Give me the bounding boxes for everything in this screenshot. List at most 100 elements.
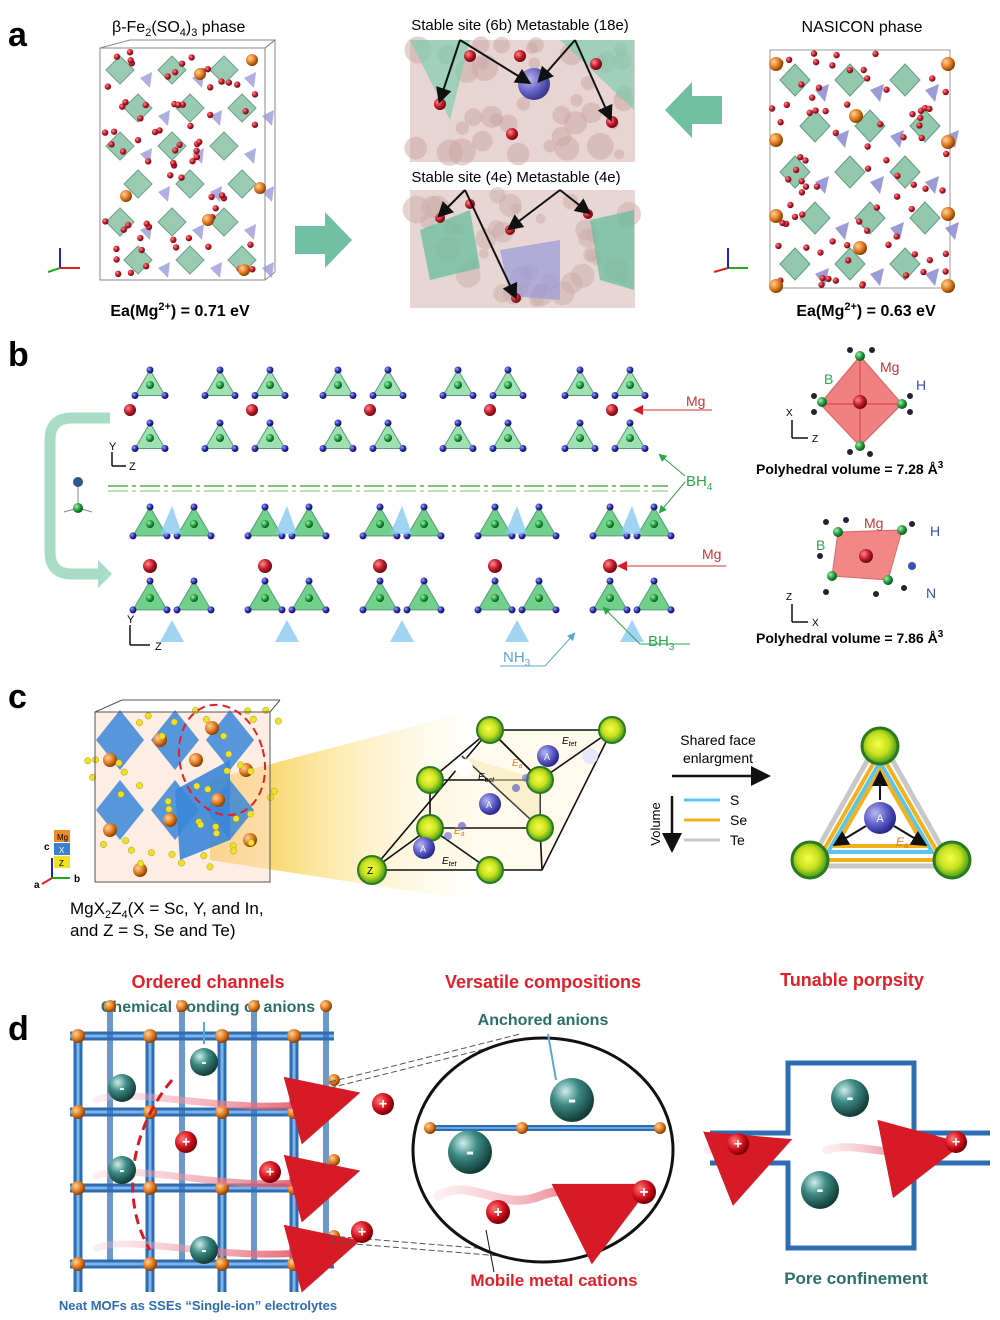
svg-text:Mg: Mg [864, 515, 883, 531]
oxygen-atom [185, 234, 193, 242]
oxygen-atom [910, 181, 917, 188]
hydrogen-atom [369, 392, 377, 399]
density-blob [493, 36, 510, 54]
oxygen-atom [127, 57, 134, 64]
boron-atom [146, 594, 154, 602]
site-atom [511, 293, 521, 303]
oxygen-atom [196, 138, 203, 146]
oxygen-atom [127, 269, 135, 276]
mg-atom [194, 68, 206, 80]
z-atom [274, 717, 282, 725]
oxygen-atom [832, 129, 839, 137]
spinel-legend: Mg X Z c a b [34, 830, 80, 891]
cation [486, 1200, 510, 1224]
hydrogen-atom [469, 445, 477, 452]
metal-node [287, 1257, 301, 1271]
oxygen-atom [134, 136, 142, 144]
fe-octahedron [799, 201, 831, 235]
mg-atom [853, 241, 867, 255]
site-atom [590, 58, 602, 70]
so4-tetrahedron [262, 262, 274, 278]
nh3-tetrahedron [160, 620, 184, 642]
hydrogen-atom [489, 392, 497, 399]
mg-atom [941, 135, 955, 149]
so4-tetrahedron [925, 176, 939, 194]
hydrogen-atom [231, 392, 239, 399]
so4-tetrahedron [210, 186, 222, 202]
axes-b-bottom [129, 625, 150, 646]
mg-label-bottom: Mg [702, 546, 721, 562]
hydrogen-atom [552, 606, 560, 614]
hydrogen-atom [393, 606, 401, 614]
panel-a: a β-Fe2(SO4)3 phase Stable site (6b) Met… [8, 16, 959, 320]
so4-tetrahedron [262, 110, 274, 126]
cation [945, 1131, 967, 1153]
fe-octahedron [909, 201, 941, 235]
oxygen-atom [943, 150, 950, 158]
oxygen-atom [783, 101, 791, 109]
svg-text:Z: Z [367, 866, 373, 877]
density-blob [586, 132, 614, 160]
density-blob [554, 136, 580, 161]
mg-atom [238, 264, 250, 276]
mg-atom [254, 182, 266, 194]
oxygen-atom [113, 53, 121, 60]
oxygen-atom [251, 91, 259, 98]
fe-octahedron [889, 155, 921, 189]
svg-text:A: A [876, 813, 884, 825]
z-atom [136, 782, 144, 790]
site-atom [506, 128, 518, 140]
z-atom [178, 859, 185, 867]
oxygen-atom [916, 122, 923, 129]
fe-octahedron [105, 207, 135, 237]
fe-octahedron [834, 155, 866, 189]
nh3-tetrahedron [275, 506, 297, 534]
boron-atom [305, 594, 313, 602]
z-atom [223, 767, 231, 775]
density-blob [581, 102, 602, 124]
z-atom [158, 732, 166, 740]
hydrogen-atom [207, 532, 215, 540]
hydrogen-atom [535, 577, 543, 585]
axes-triad-left [47, 248, 80, 273]
boron-atom [535, 594, 543, 602]
svg-text:Eoct: Eoct [478, 772, 495, 784]
metal-node [320, 1000, 332, 1012]
plus-sign: + [639, 1184, 648, 1201]
boron-atom [491, 520, 499, 528]
oxygen-atom [791, 213, 799, 221]
hydrogen-atom [305, 577, 313, 585]
hydrogen-atom [420, 503, 428, 511]
left-phase-title: β-Fe2(SO4)3 phase [112, 19, 246, 39]
nh3-tetrahedron [160, 506, 182, 534]
oxygen-atom [918, 134, 925, 142]
oxygen-atom [883, 86, 890, 93]
hydrogen-atom [266, 419, 274, 427]
hydrogen-atom [393, 532, 401, 540]
hydrogen-atom [611, 392, 619, 399]
oct-volume: Polyhedral volume = 7.28 Å3 [756, 460, 944, 477]
boron-atom [454, 434, 462, 442]
z-atom [137, 860, 145, 867]
oxygen-atom [768, 105, 776, 112]
oxygen-atom [108, 141, 115, 148]
hydrogen-atom [474, 532, 482, 540]
hydrogen-atom [231, 445, 239, 452]
hydrogen-atom [146, 577, 154, 585]
metal-node [215, 1029, 229, 1043]
hydrogen-atom [626, 419, 634, 427]
so4-tetrahedron [890, 222, 904, 240]
spinel-crystal [84, 699, 282, 883]
svg-text:a: a [34, 880, 40, 891]
z-atom [197, 821, 205, 829]
z-atom [202, 716, 210, 723]
nh3-tetrahedron [390, 506, 412, 534]
hydrogen-atom [281, 392, 289, 399]
hydrogen-atom [518, 606, 526, 614]
polyhedron [420, 210, 480, 280]
hydrogen-atom [201, 392, 209, 399]
cation [727, 1133, 749, 1155]
oxygen-atom [815, 84, 823, 91]
oxygen-atom [893, 233, 900, 240]
